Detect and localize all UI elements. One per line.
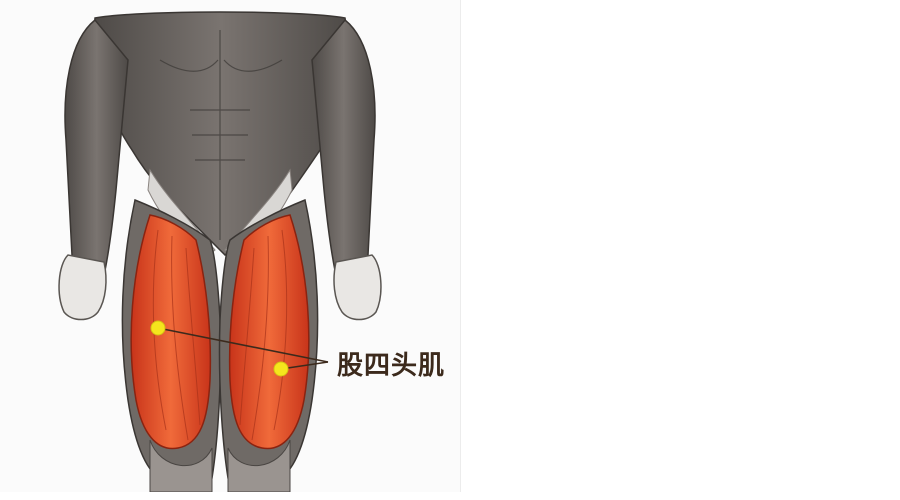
marker-dot-left	[150, 320, 166, 336]
left-arm	[64, 18, 129, 289]
pointer-line-right	[280, 361, 329, 370]
right-quadriceps-fibers	[239, 229, 288, 441]
right-quadriceps-muscle	[228, 214, 310, 450]
right-arm	[311, 18, 376, 289]
anatomy-figure-panel: 股四头肌	[58, 0, 461, 492]
right-knee	[227, 439, 291, 492]
marker-dot-right	[273, 361, 289, 377]
pointer-line-left	[157, 327, 329, 363]
left-quadriceps-muscle	[130, 214, 212, 450]
abdominal-lines	[159, 30, 283, 240]
left-hand	[58, 254, 107, 321]
right-hand	[333, 254, 382, 321]
left-knee	[149, 439, 213, 492]
anatomy-illustration	[58, 11, 382, 492]
muscle-label: 股四头肌	[337, 351, 446, 381]
